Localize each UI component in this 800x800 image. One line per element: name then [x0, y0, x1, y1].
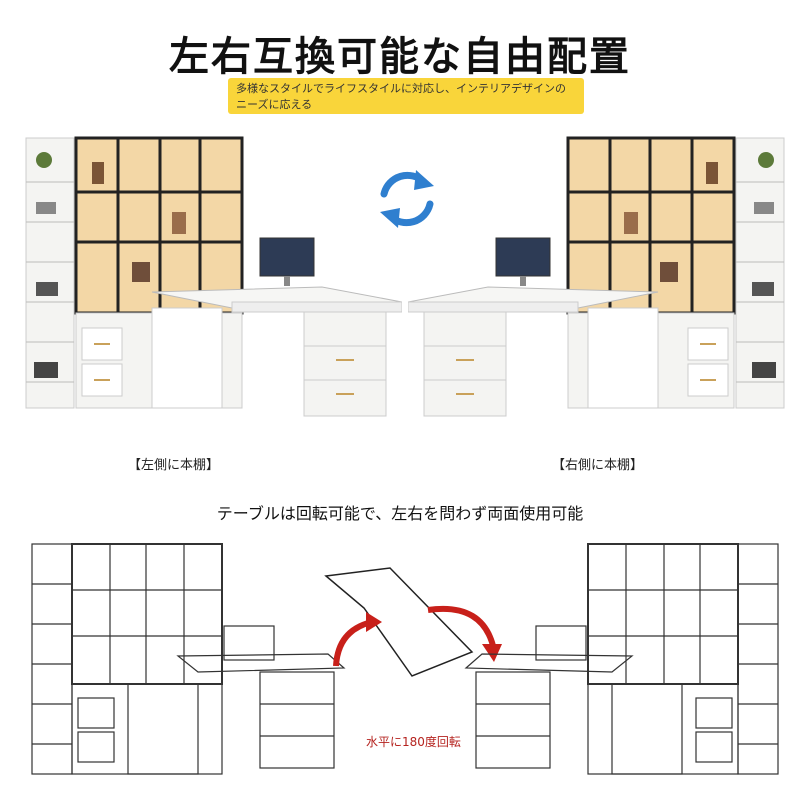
- rotation-label: 水平に180度回転: [366, 735, 461, 749]
- caption-right-shelf: 【右側に本棚】: [552, 458, 644, 473]
- line-drawing-left: [28, 538, 348, 788]
- page-title: 左右互換可能な自由配置: [169, 34, 631, 80]
- table-rotation-note: テーブルは回転可能で、左右を問わず両面使用可能: [216, 504, 584, 523]
- subtitle-banner: 多様なスタイルでライフスタイルに対応し、インテリアデザインのニーズに応える: [228, 78, 584, 114]
- red-curved-arrow-icon: [424, 600, 504, 664]
- desk-photo-left-shelf: [22, 132, 402, 422]
- desk-photo-right-shelf: [408, 132, 788, 422]
- rotating-tabletop-sketch: [322, 564, 482, 684]
- caption-left-shelf: 【左側に本棚】: [128, 458, 220, 473]
- swap-arrows-icon: [372, 164, 442, 234]
- line-drawing-right: [462, 538, 782, 788]
- red-curved-arrow-icon: [328, 610, 384, 670]
